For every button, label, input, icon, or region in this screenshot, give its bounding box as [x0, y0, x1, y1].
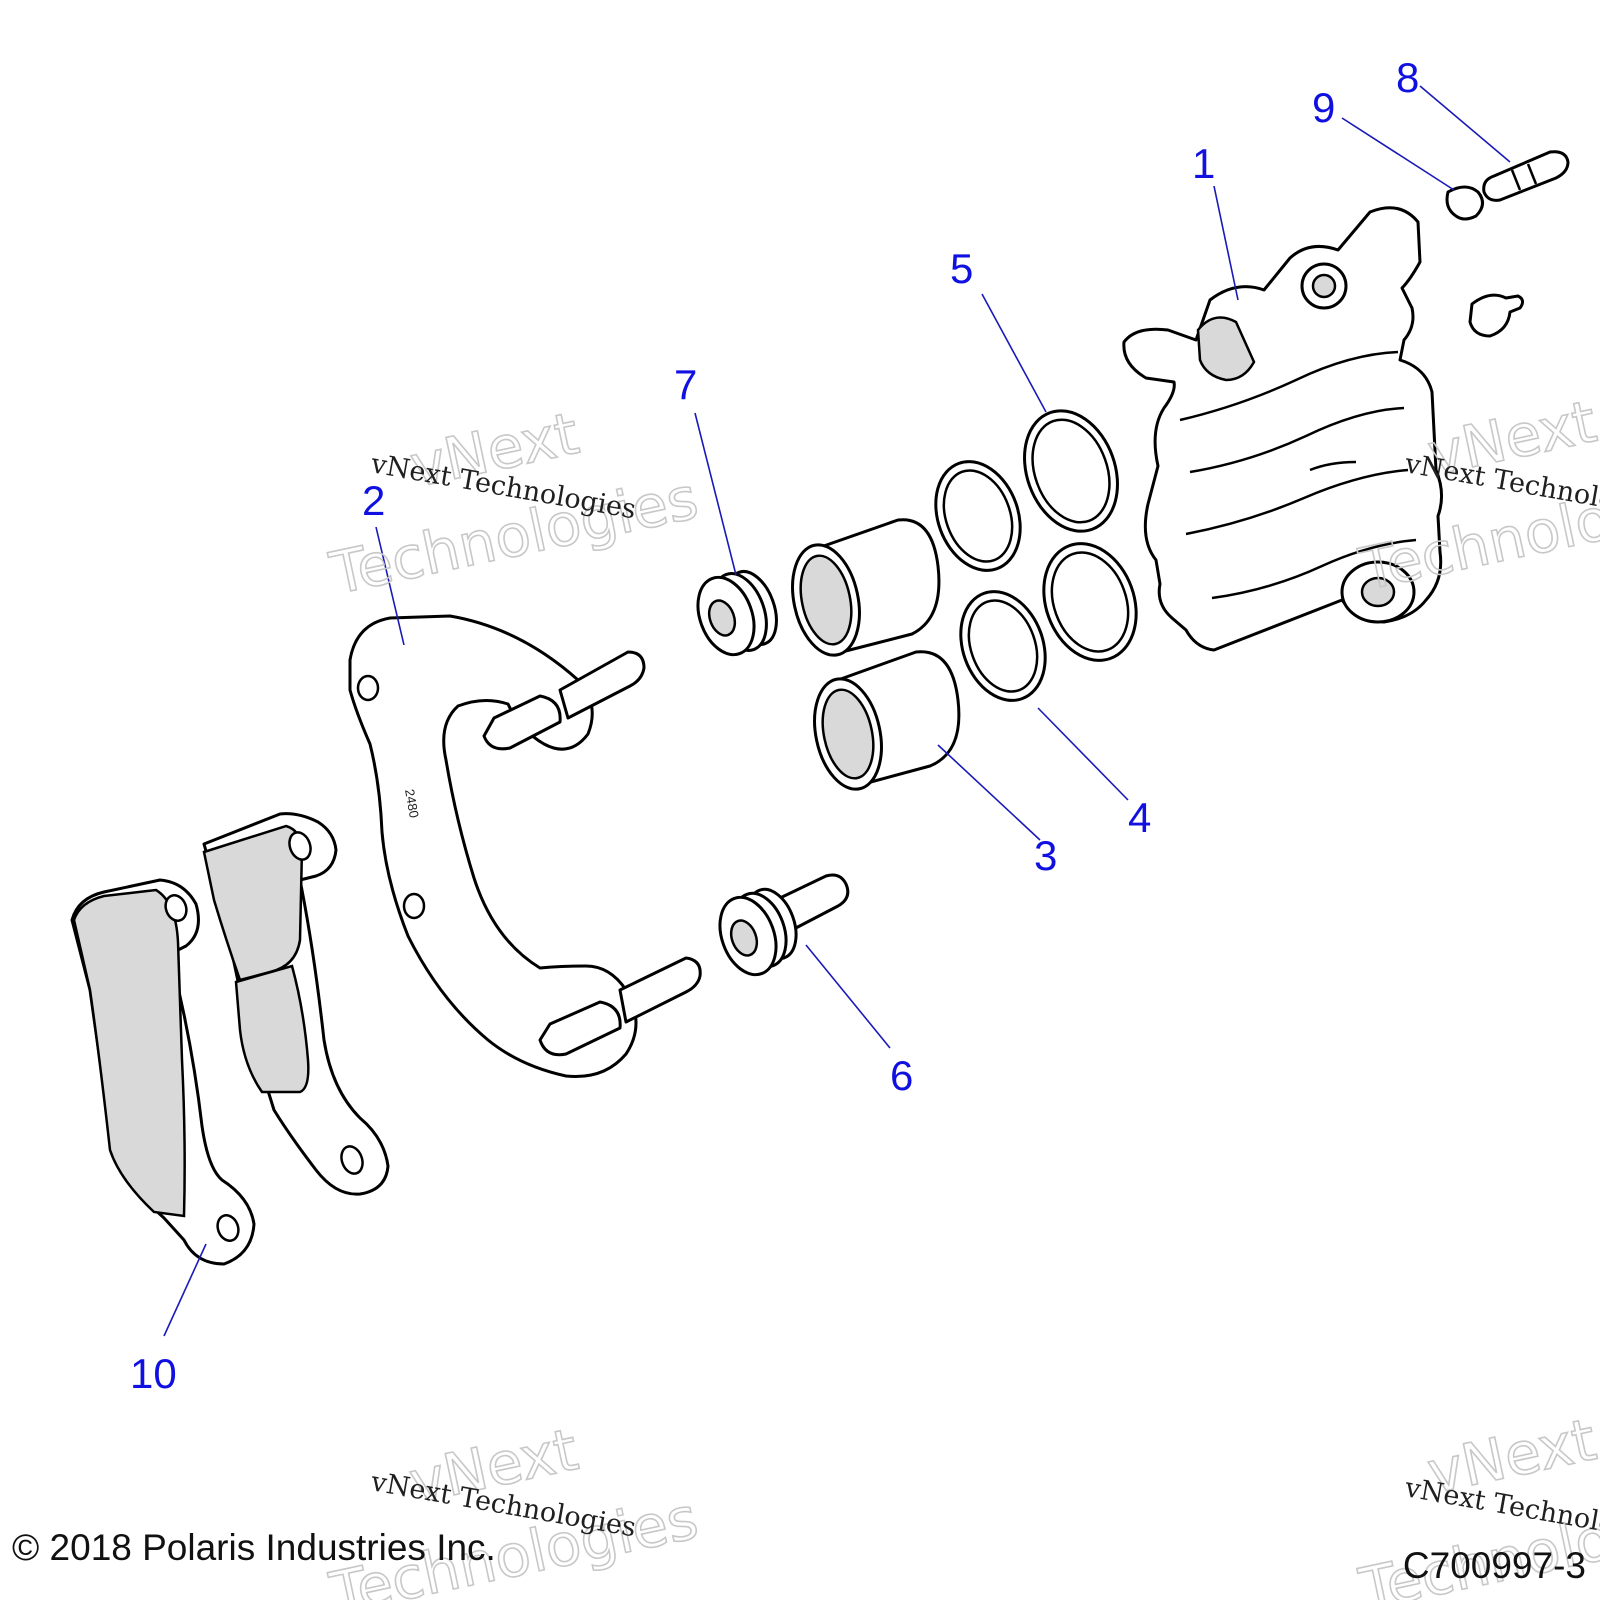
leader-lines	[163, 85, 1511, 1337]
copyright-text: © 2018 Polaris Industries Inc.	[12, 1527, 496, 1568]
callout-3: 3	[1034, 832, 1057, 879]
seal-ring-4	[934, 460, 1022, 572]
bleeder-cap	[1445, 185, 1484, 221]
callout-10: 10	[130, 1350, 177, 1397]
piston-upper	[791, 518, 941, 657]
callout-1: 1	[1192, 140, 1215, 187]
bleeder-screw	[1482, 150, 1570, 202]
callout-9: 9	[1312, 84, 1335, 131]
bracket-marking: 2480	[402, 788, 422, 819]
brake-pad-inner	[202, 812, 390, 1196]
callout-4: 4	[1128, 794, 1151, 841]
callout-5: 5	[950, 245, 973, 292]
seal-ring-4b	[959, 590, 1047, 702]
callout-6: 6	[890, 1052, 913, 1099]
callout-7: 7	[674, 361, 697, 408]
slide-pin-boot-upper	[696, 570, 778, 657]
slide-pin-lower	[718, 873, 850, 977]
piston-lower	[813, 650, 961, 791]
callouts: 1 2 3 4 5 6 7 8 9 10	[130, 54, 1419, 1397]
brake-pad-outer	[70, 878, 256, 1266]
caliper-bracket: 2480	[348, 614, 702, 1079]
figure-code: C700997-3	[1403, 1545, 1586, 1586]
callout-2: 2	[362, 477, 385, 524]
seal-ring-5	[1023, 409, 1119, 533]
caliper-body	[1122, 206, 1443, 652]
callout-8: 8	[1396, 54, 1419, 101]
fitting	[1468, 293, 1525, 338]
seal-ring-5b	[1042, 542, 1138, 662]
